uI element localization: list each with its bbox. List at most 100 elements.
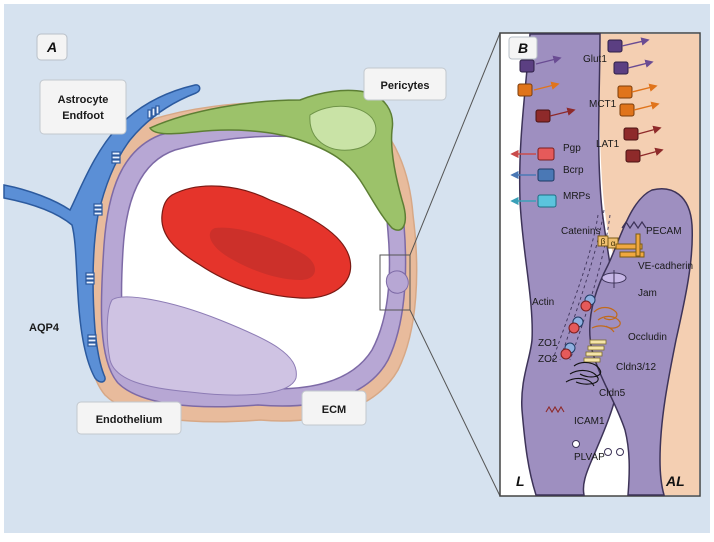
endothelium-label: Endothelium [96,414,163,426]
occludin-loop [597,315,621,329]
aqp4-channel [111,155,121,160]
glut1-arrow [535,55,562,65]
claudin-3-12 [583,339,607,363]
claudin-bar [585,351,603,357]
label-cldn3-12: Cldn3/12 [616,362,656,373]
transporters [510,37,664,208]
pecam-protein [621,220,647,230]
mct1-arrow [533,81,560,91]
claudin-5 [565,361,602,387]
label-catenins: Catenins [561,226,600,237]
actin-filament [551,214,599,363]
plvap-pore [572,440,580,448]
label-ve-cadherin: VE-cadherin [638,261,693,272]
claudin-5-loop [569,369,599,385]
aqp4-channel [85,276,95,281]
catenin-beta-letter: β [601,237,606,246]
panel-b: B [499,32,701,497]
label-mrps: MRPs [563,191,590,202]
bcrp-transporter [537,168,555,182]
catenin-alpha-letter: α [611,239,616,248]
ve-cadherin-bar [619,251,645,258]
label-icam1: ICAM1 [574,416,605,427]
occludin-loop [591,325,615,333]
glut1-transporter [519,59,535,73]
glut1-arrow [627,59,654,69]
lat1-transporter [623,127,639,141]
label-plvap: PLVAP [574,452,605,463]
glut1-transporter [613,61,629,75]
aqp4-channel [85,272,95,277]
icam1-protein [545,405,565,414]
astrocyte-label-box [39,79,127,135]
mct1-transporter [617,85,633,99]
endothelium-label-box [76,401,182,435]
mct1-transporter [517,83,533,97]
zo-protein [568,322,580,334]
lat1-arrow [639,147,664,157]
panel-b-letter: B [518,40,528,56]
endothelial-nucleus [106,296,297,396]
panel-a-label-box [36,33,68,61]
junction-proteins: β α [545,209,647,456]
label-jam: Jam [638,288,657,299]
aqp4-channel [111,159,121,164]
label-pecam: PECAM [646,226,682,237]
claudin-5-loop [573,361,602,378]
label-pgp: Pgp [563,143,581,154]
claudin-bar [583,357,601,363]
lat1-arrow [549,107,576,117]
occludin [591,306,621,333]
claudin-bar [587,345,605,351]
label-zo1: ZO1 [538,338,558,349]
aqp4-channel [93,211,103,216]
aqp4-label: AQP4 [29,322,60,334]
pericytes-label-box [363,67,447,101]
actin-filament [569,214,611,361]
label-lumen: L [516,473,525,489]
ve-cadherin-bar [615,243,643,250]
pgp-transporter [537,147,555,161]
astrocyte-label-line1: Astrocyte [58,94,109,106]
claudin-bar [589,339,607,345]
plvap-pore [616,448,624,456]
aqp4-channel [147,109,152,119]
label-actin: Actin [532,297,554,308]
zoom-line-top [409,32,501,256]
mct1-arrow [631,83,658,93]
aqp4-channel [111,151,121,156]
label-abluminal: AL [665,473,685,489]
glut1-transporter [607,39,623,53]
panel-a-letter: A [46,39,57,55]
pericytes-label: Pericytes [381,80,430,92]
aqp4-channel [87,338,97,343]
aqp4-channels [85,105,160,347]
zoom-line-bottom [409,309,501,497]
catenin-alpha [607,237,619,249]
zoom-box [379,254,411,311]
ve-cadherin-bar [635,233,641,257]
aqp4-channel [87,334,97,339]
junction-detail [385,270,409,294]
zo-protein [560,348,572,360]
label-zo2: ZO2 [538,354,558,365]
ecm-label: ECM [322,404,346,416]
label-mct1: MCT1 [589,99,617,110]
mct1-transporter [619,103,635,117]
label-cldn5: Cldn5 [599,388,626,399]
aqp4-channel [93,203,103,208]
aqp4-channel [151,107,156,117]
red-blood-cell-shade [209,227,316,280]
label-lat1: LAT1 [596,139,620,150]
pericyte-nucleus [309,105,377,151]
occludin-loop [593,306,618,321]
aqp4-channel [87,342,97,347]
zo-protein [580,300,592,312]
label-bcrp: Bcrp [563,165,584,176]
actin-filament [559,209,605,361]
lat1-transporter [625,149,641,163]
panel-a: A [3,32,501,497]
panel-b-label-box [508,36,538,60]
aqp4-channel [93,207,103,212]
